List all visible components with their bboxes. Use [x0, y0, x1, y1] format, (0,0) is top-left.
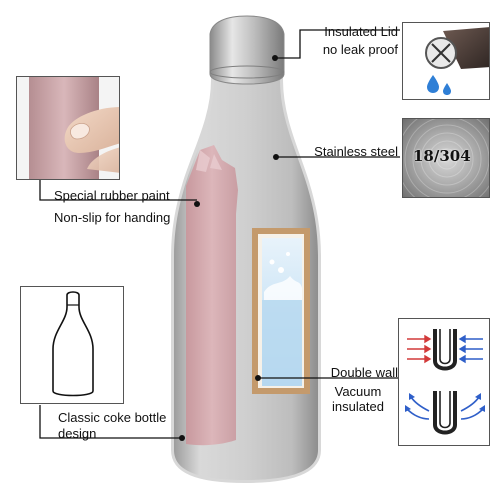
bottle-cap	[209, 15, 285, 85]
wall-detail-box	[398, 318, 490, 446]
paint-subtitle: Non-slip for handing	[54, 210, 171, 225]
shape-subtitle: design	[58, 426, 97, 441]
bottle-outline-icon	[52, 291, 94, 397]
shape-title: Classic coke bottle	[58, 410, 167, 425]
lid-title: Insulated Lid	[324, 24, 398, 39]
steel-detail-box: 18/304	[402, 118, 490, 198]
wall-subtitle-1: Vacuum	[334, 384, 382, 399]
steel-grade-badge: 18/304	[413, 147, 471, 165]
steel-title: Stainless steel	[314, 144, 398, 159]
brushed-steel-swatch	[403, 119, 489, 197]
lid-detail-box	[402, 22, 490, 100]
wall-title: Double wall	[330, 365, 398, 380]
double-wall-heat-icon	[405, 329, 485, 435]
paint-title: Special rubber paint	[54, 188, 170, 203]
lid-subtitle: no leak proof	[322, 42, 398, 57]
rubber-paint-sample	[186, 145, 238, 446]
lid-no-leak-icon	[425, 27, 489, 95]
finger-on-rubber-paint	[17, 77, 119, 179]
shape-detail-box	[20, 286, 124, 404]
wall-subtitle-2: insulated	[331, 399, 385, 414]
paint-detail-box	[16, 76, 120, 180]
